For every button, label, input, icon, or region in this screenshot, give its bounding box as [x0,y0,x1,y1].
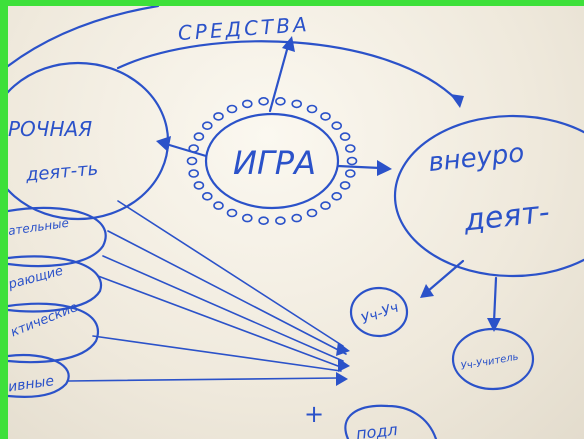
fan-arrow-4 [97,275,339,367]
bubble [186,156,198,166]
center-ellipse [204,112,340,210]
arrow-right-line [336,164,382,170]
arrow-to-circle-1-head [420,284,434,298]
bubble [346,156,358,166]
left-ellipse [8,61,170,221]
fan-arrow-3 [102,255,344,362]
bubble [202,121,213,130]
arrow-left-head [156,136,171,152]
mind-map-drawing: СРЕДСТВА ИГРА РОЧНАЯ деят-ть внеуро деят… [8,6,584,439]
bubble [306,104,318,114]
top-arc [116,40,460,103]
arrow-to-circle-2-head [487,318,501,332]
fan-arrow-1 [117,200,344,347]
bubble-ring [186,97,358,225]
bubble [213,201,224,210]
bubble [306,208,318,218]
fan-arrowheads [336,342,350,386]
arrow-up-head [282,36,295,52]
bubble [339,181,351,190]
bubble [193,181,205,190]
label-sub-2: рающие [8,264,65,293]
arrow-to-circle-1 [426,259,465,293]
label-plus: + [304,400,324,428]
label-right-1: внеуро [427,138,526,178]
sub-ellipse-4 [8,353,70,399]
outer-arc [8,6,160,68]
label-sub-4: ивные [8,373,55,395]
bubble [226,104,238,114]
bubble [188,169,199,178]
bubble [344,169,356,178]
fan-arrow-5 [92,335,342,372]
small-circle-1 [349,286,409,338]
arrow-to-circle-2 [492,276,498,324]
small-circle-2 [451,327,535,391]
sub-ellipse-1 [8,206,107,268]
whiteboard-photo: СРЕДСТВА ИГРА РОЧНАЯ деят-ть внеуро деят… [8,6,584,439]
bubble [242,99,253,109]
label-sub-3: ктические [9,300,80,341]
right-ellipse [393,114,584,278]
label-center: ИГРА [233,144,316,182]
bubble [331,121,343,130]
bubble [193,132,205,141]
bubble [344,144,356,153]
arrow-up-line [268,44,290,113]
label-left-2: деят-ть [24,159,99,186]
bottom-bubble [344,404,438,439]
bubble [258,97,269,106]
label-small-circle-1: Уч-Уч [359,300,401,328]
sub-ellipse-2 [8,255,103,313]
label-right-2: деят- [461,195,551,239]
bubble [331,192,343,201]
label-sub-1: ательные [8,216,70,238]
fan-arrow-2 [107,230,347,355]
arrow-left-line [164,142,208,158]
sub-ellipse-3 [8,302,99,364]
bubble [258,216,269,225]
arrow-right-head [377,160,392,176]
label-bottom: подл [355,420,398,439]
bubble [202,192,213,201]
bubble [320,201,331,210]
bubble [320,112,331,121]
label-left-1: РОЧНАЯ [8,117,92,141]
bubble [275,97,286,106]
bubble [291,99,303,109]
fan-arrow-6 [67,377,339,382]
bubble [339,132,351,141]
top-arc-arrowhead [450,94,464,108]
bubble [242,213,253,223]
bubble [213,112,224,121]
label-small-circle-2: Уч-Учитель [460,352,520,373]
bubble [226,208,238,218]
bubble [275,216,286,225]
bubble [291,213,303,223]
